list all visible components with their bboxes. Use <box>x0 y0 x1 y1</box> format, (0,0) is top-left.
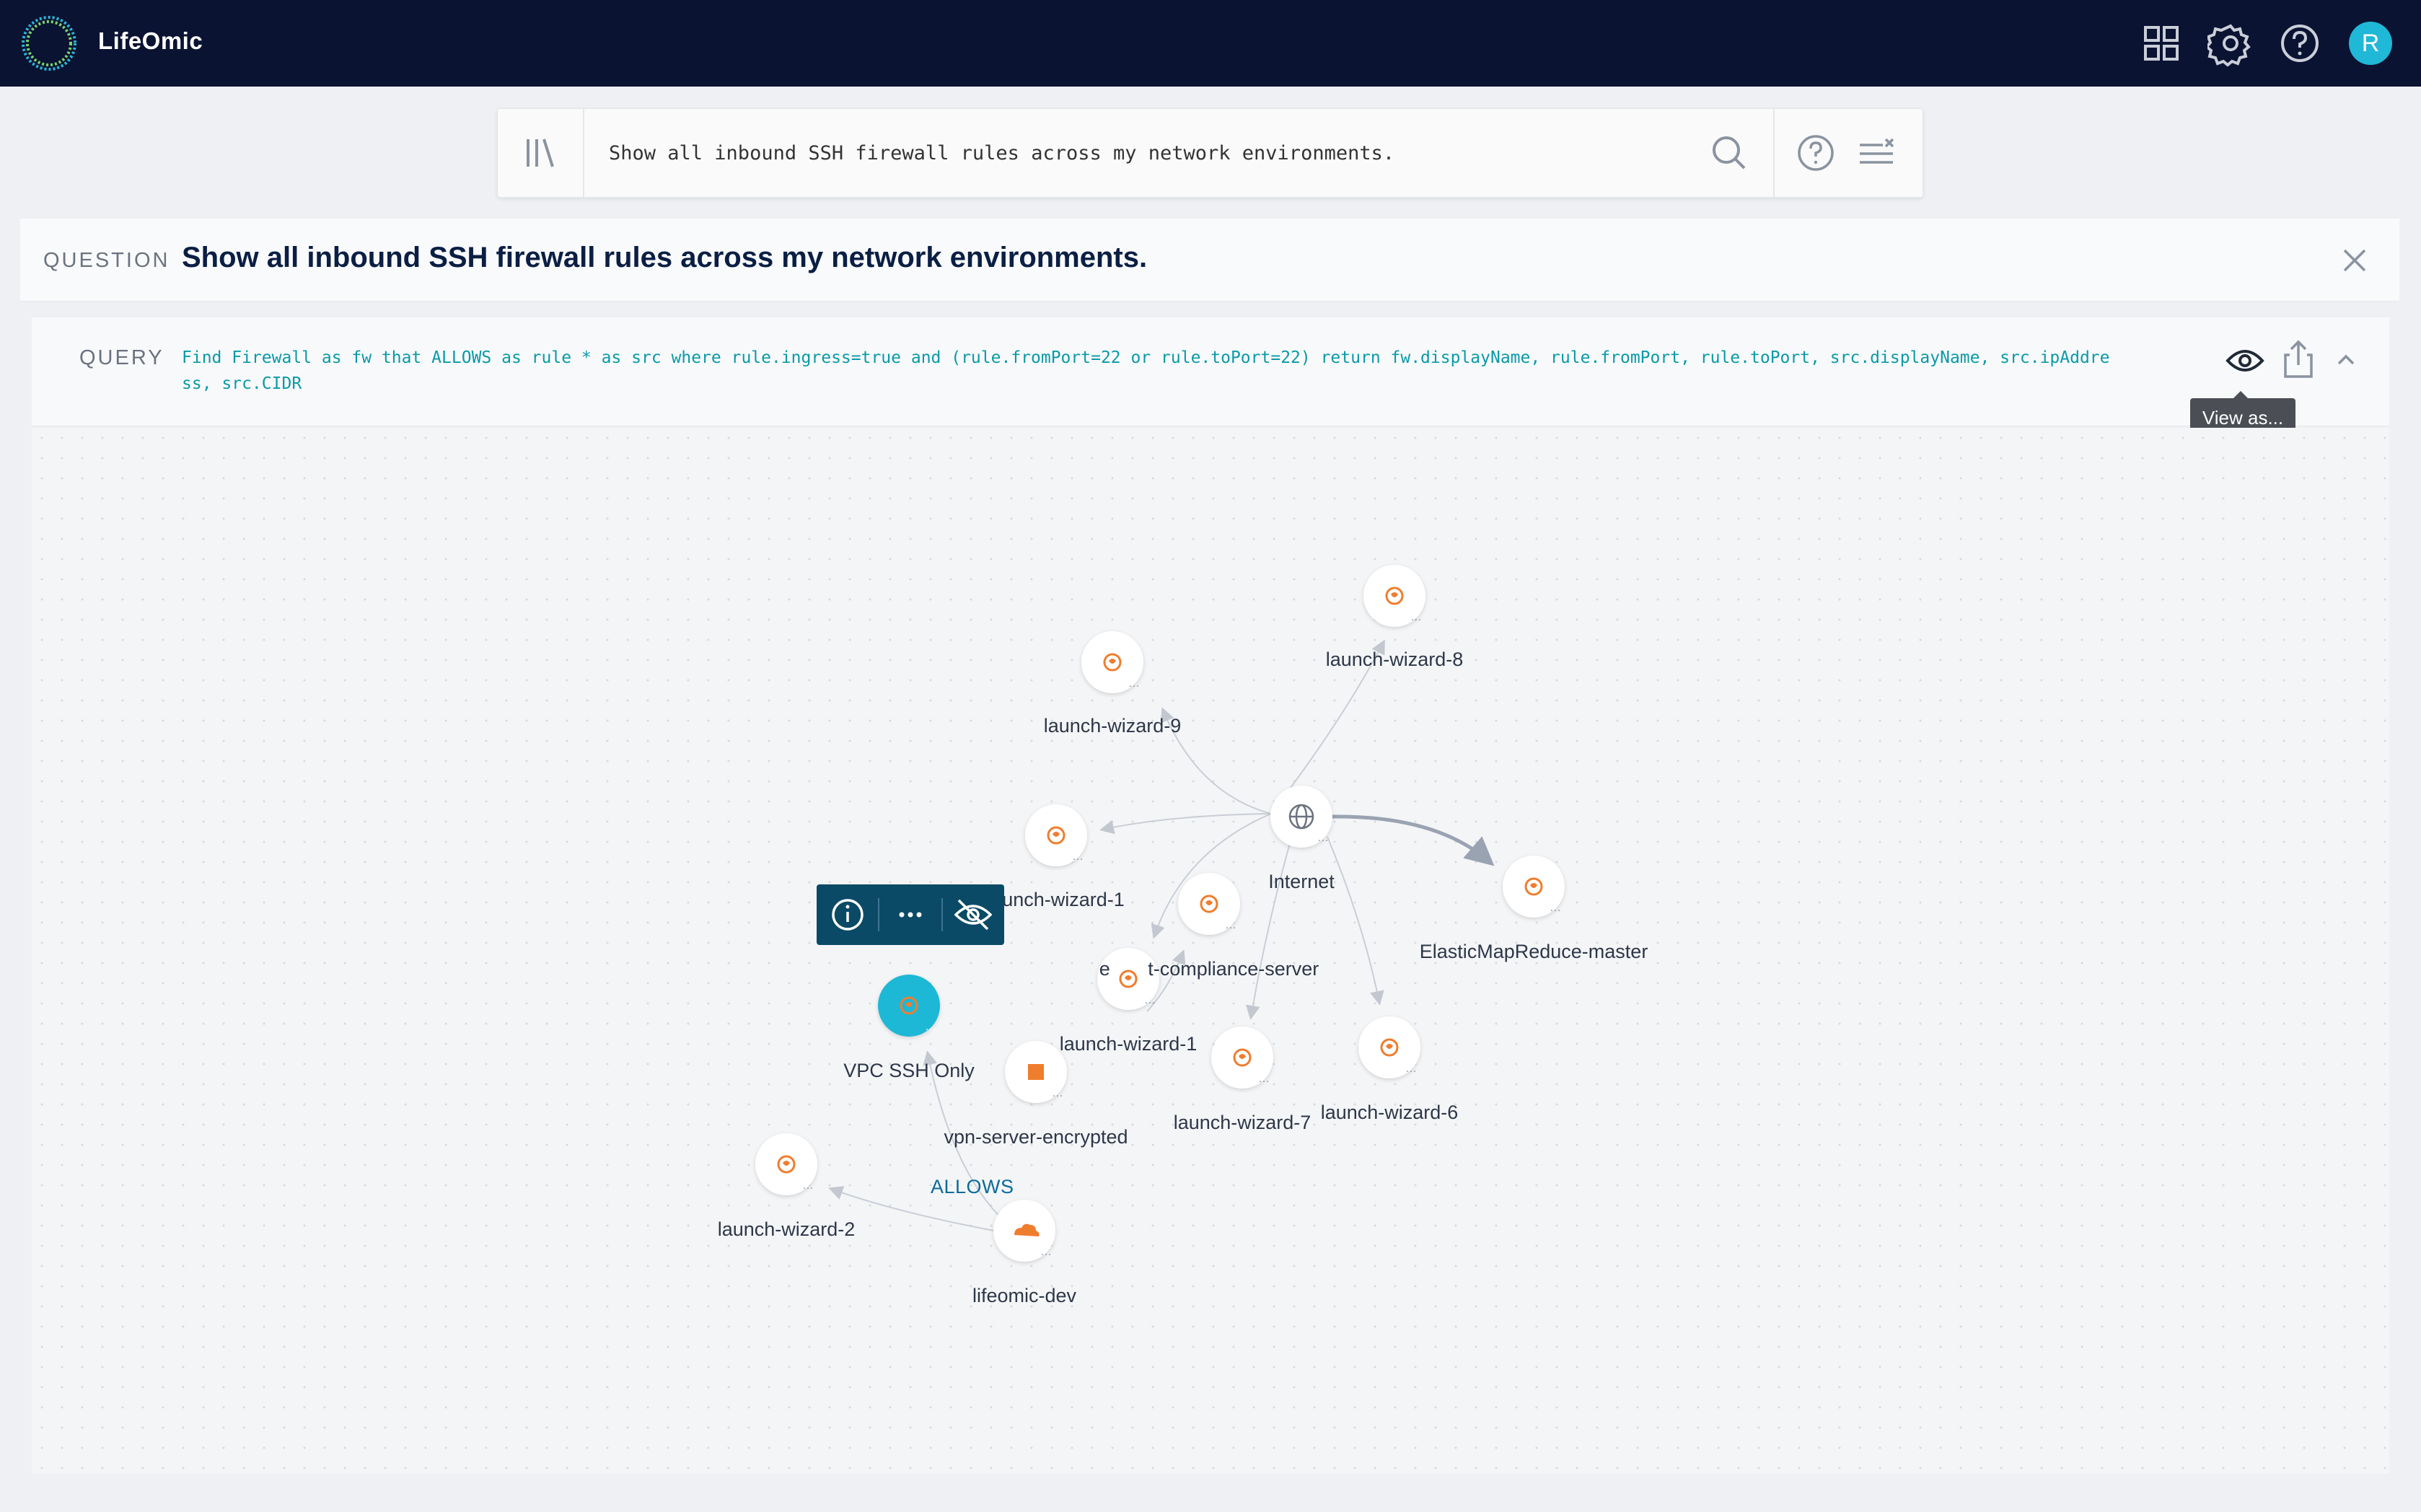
node-label: VPC SSH Only <box>843 1060 975 1081</box>
graph-canvas[interactable] <box>32 428 2389 1474</box>
node-label: vpn-server-encrypted <box>944 1126 1128 1148</box>
query-text[interactable]: Find Firewall as fw that ALLOWS as rule … <box>182 348 2110 393</box>
chevron-up-icon[interactable] <box>2330 343 2362 375</box>
node-internet[interactable]: … <box>1270 786 1332 848</box>
node-label: Internet <box>1268 871 1335 892</box>
node-launch-wizard-7[interactable]: … <box>1211 1027 1273 1089</box>
svg-text:…: … <box>1317 832 1329 844</box>
svg-text:…: … <box>1258 1073 1270 1085</box>
node-launch-wizard-9[interactable]: … <box>1081 631 1143 693</box>
svg-text:…: … <box>1072 850 1084 863</box>
node-launch-wizard-8[interactable]: … <box>1363 565 1425 627</box>
node-launch-wizard-1[interactable]: … <box>1097 948 1159 1010</box>
user-avatar[interactable]: R <box>2349 22 2392 65</box>
info-button[interactable] <box>817 884 878 945</box>
gear-icon[interactable] <box>2207 20 2254 66</box>
node-lifeomic-dev[interactable]: … <box>993 1200 1055 1262</box>
svg-text:…: … <box>1405 1063 1417 1075</box>
svg-text:…: … <box>1225 919 1236 931</box>
more-icon <box>899 912 922 918</box>
search-input[interactable] <box>584 109 1695 197</box>
toolbar-divider <box>941 898 943 931</box>
edge-label-allows[interactable]: ALLOWS <box>931 1176 1014 1197</box>
search-divider <box>1773 109 1775 197</box>
node-label: launch-wizard-8 <box>1325 649 1464 670</box>
toolbar-divider <box>878 898 880 931</box>
node-launch-wizard-2[interactable]: … <box>755 1133 817 1195</box>
query-panel: QUERY Find Firewall as fw that ALLOWS as… <box>32 317 2389 426</box>
node-launch-wizard-6[interactable]: … <box>1358 1016 1420 1078</box>
svg-text:…: … <box>1410 611 1422 623</box>
library-icon[interactable] <box>498 109 584 197</box>
help-icon[interactable] <box>2277 20 2323 66</box>
svg-text:…: … <box>1550 902 1561 914</box>
svg-text:…: … <box>1040 1246 1052 1258</box>
svg-text:…: … <box>1052 1087 1063 1099</box>
node-label: launch-wizard-6 <box>1320 1102 1459 1123</box>
node-label: e t-compliance-server <box>1099 958 1319 980</box>
grid-icon[interactable] <box>2138 20 2184 66</box>
node-compliance-server[interactable]: … <box>1178 873 1240 935</box>
query-label: QUERY <box>79 346 164 369</box>
node-vpn-server-encrypted[interactable]: … <box>1005 1041 1067 1103</box>
node-label: ElasticMapReduce-master <box>1419 941 1648 962</box>
info-icon <box>831 899 864 931</box>
close-icon[interactable] <box>2339 245 2371 276</box>
node-label: unch-wizard-1 <box>1002 889 1125 910</box>
node-label: launch-wizard-2 <box>717 1218 856 1240</box>
svg-text:…: … <box>802 1179 814 1192</box>
question-panel: QUESTION Show all inbound SSH firewall r… <box>20 219 2399 302</box>
node-label: launch-wizard-1 <box>1059 1033 1198 1055</box>
search-bar <box>497 108 1923 198</box>
eye-off-icon <box>954 899 993 931</box>
node-launch-wizard-1-top[interactable]: … <box>1025 804 1087 866</box>
node-label: launch-wizard-9 <box>1043 715 1182 737</box>
node-toolbar <box>817 884 1004 945</box>
more-options-button[interactable] <box>879 884 941 945</box>
node-vpc-ssh-only[interactable]: … <box>878 975 940 1037</box>
node-label: launch-wizard-7 <box>1173 1112 1311 1133</box>
eye-icon[interactable] <box>2223 339 2267 382</box>
lifeomic-logo[interactable] <box>19 13 79 74</box>
hide-node-button[interactable] <box>943 884 1004 945</box>
svg-text:…: … <box>1128 677 1140 690</box>
question-text: Show all inbound SSH firewall rules acro… <box>182 242 1148 273</box>
app-name: LifeOmic <box>98 27 203 54</box>
node-elasticmapreduce-master[interactable]: … <box>1503 856 1565 918</box>
query-help-icon[interactable] <box>1793 131 1838 175</box>
top-bar: LifeOmic R <box>0 0 2421 87</box>
share-icon[interactable] <box>2278 338 2319 381</box>
search-icon[interactable] <box>1707 131 1752 175</box>
question-label: QUESTION <box>43 249 170 272</box>
node-label: lifeomic-dev <box>972 1285 1077 1306</box>
svg-text:…: … <box>1144 994 1156 1006</box>
clear-list-icon[interactable] <box>1854 131 1899 175</box>
svg-text:…: … <box>925 1021 936 1033</box>
